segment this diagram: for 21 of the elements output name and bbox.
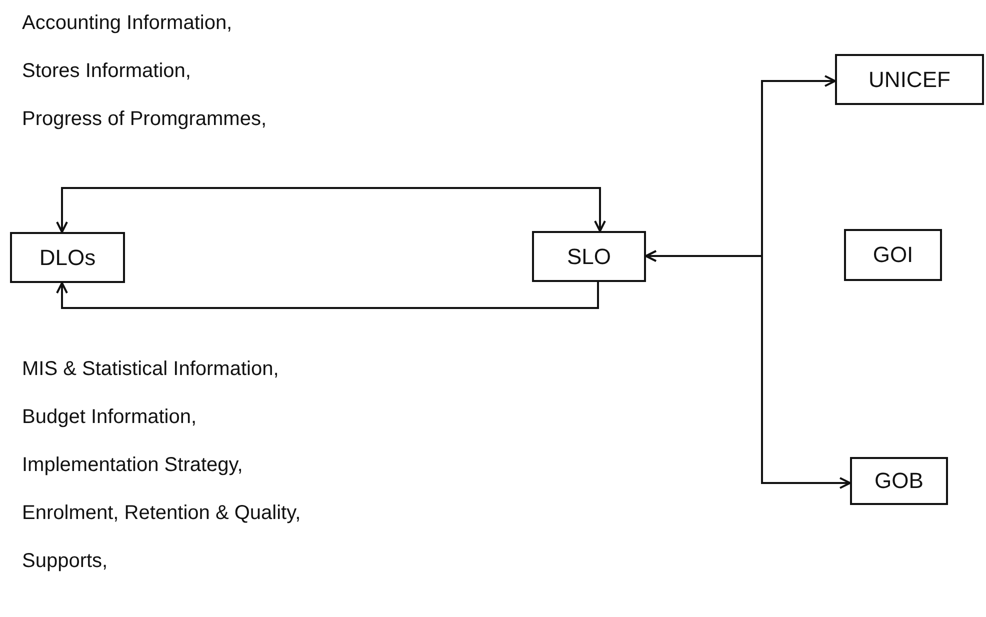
- node-box: [844, 229, 942, 281]
- connector-arrow: [56, 187, 606, 233]
- info-text: Progress of Promgrammes,: [22, 108, 267, 131]
- node-box: [10, 232, 125, 283]
- info-text: MIS & Statistical Information,: [22, 358, 279, 381]
- connector-arrow: [56, 282, 599, 309]
- info-text: Implementation Strategy,: [22, 454, 243, 477]
- node-label: SLO: [566, 244, 612, 270]
- connector-arrow: [645, 250, 851, 489]
- node-label: GOB: [874, 468, 924, 494]
- node-label: GOI: [872, 242, 914, 268]
- info-text: Stores Information,: [22, 60, 191, 83]
- info-text: Budget Information,: [22, 406, 197, 429]
- info-text: Supports,: [22, 550, 108, 573]
- info-text: Accounting Information,: [22, 12, 232, 35]
- node-label: DLOs: [39, 244, 96, 270]
- node-box: [835, 54, 984, 105]
- node-box: [850, 457, 948, 505]
- info-text: Enrolment, Retention & Quality,: [22, 502, 301, 525]
- node-box: [532, 231, 646, 282]
- node-label: UNICEF: [868, 66, 950, 92]
